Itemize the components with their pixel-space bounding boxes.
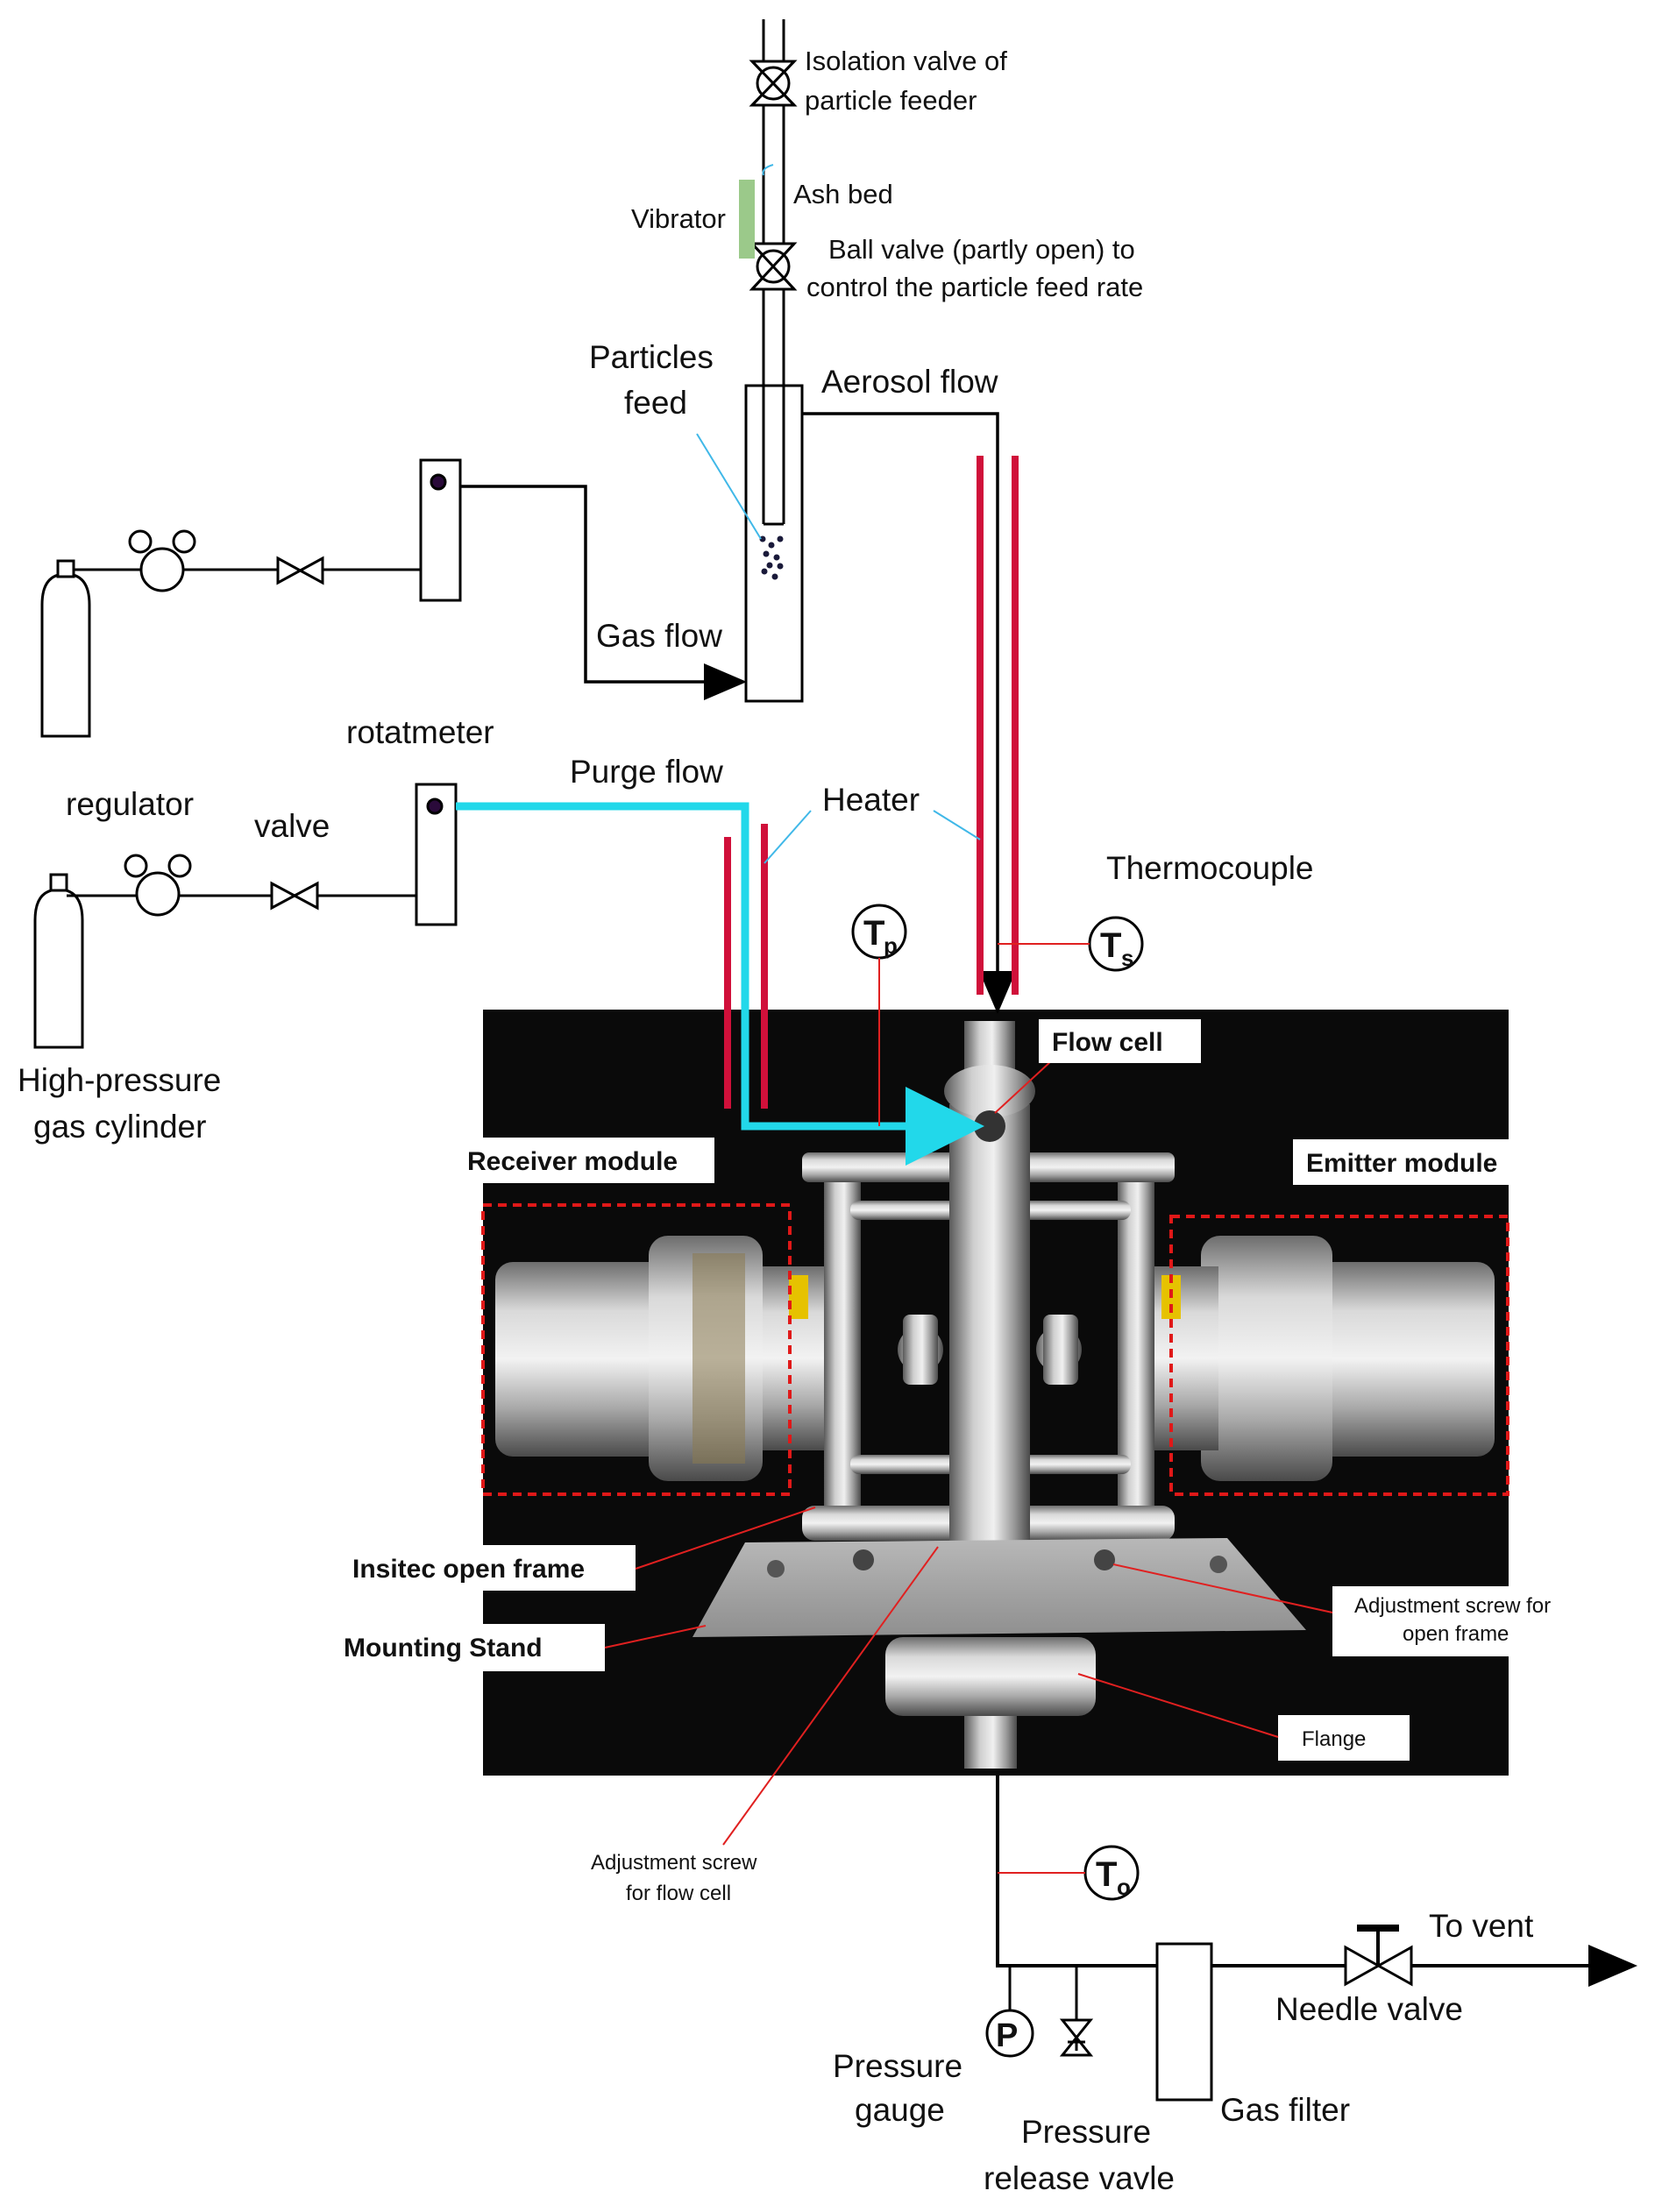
- pressure-release-label-2: release vavle: [984, 2160, 1175, 2196]
- svg-text:P: P: [996, 2017, 1018, 2054]
- valve-2-icon: [270, 881, 319, 911]
- adj-screw-flow-cell-label-1: Adjustment screw: [591, 1851, 757, 1875]
- ts-sensor-icon: T s: [1088, 916, 1144, 972]
- vibrator-icon: [739, 180, 755, 259]
- adj-screw-open-frame-label-1: Adjustment screw for: [1354, 1594, 1551, 1618]
- svg-text:T: T: [1100, 926, 1121, 965]
- vibrator-label: Vibrator: [631, 203, 726, 234]
- purge-flow-line: [456, 802, 984, 1166]
- ash-bed-label: Ash bed: [793, 179, 893, 209]
- flange-label: Flange: [1302, 1727, 1366, 1751]
- rotameter-1-icon: [419, 458, 462, 602]
- svg-text:T: T: [863, 914, 884, 953]
- flow-cell-body: [949, 1104, 1030, 1577]
- flange-body: [885, 1637, 1096, 1716]
- particle-feeder: [744, 19, 804, 703]
- regulator-1-icon: [128, 529, 196, 592]
- regulator-2-icon: [124, 854, 192, 917]
- gas-cylinder-2-icon: [33, 873, 136, 1049]
- to-sensor-icon: T o: [1083, 1845, 1140, 1901]
- isolation-valve-label-2: particle feeder: [805, 85, 977, 116]
- mounting-plate: [693, 1538, 1306, 1637]
- gas-flow-line: [460, 485, 747, 700]
- cylinder-label-1: High-pressure: [18, 1062, 221, 1098]
- gas-filter-icon: [1155, 1942, 1213, 2102]
- emitter-module-box: [1169, 1215, 1509, 1496]
- isolation-valve-label-1: Isolation valve of: [805, 46, 1007, 76]
- mounting-stand-label: Mounting Stand: [344, 1634, 543, 1663]
- pressure-gauge-label-1: Pressure: [833, 2048, 962, 2084]
- particles-feed-label-2: feed: [624, 385, 687, 421]
- pressure-release-label-1: Pressure: [1021, 2114, 1151, 2150]
- particles-icon: [759, 535, 784, 580]
- isolation-valve-icon: [749, 60, 798, 107]
- svg-text:s: s: [1121, 945, 1133, 971]
- svg-text:o: o: [1117, 1874, 1131, 1900]
- heater-label: Heater: [822, 782, 920, 818]
- receiver-module-label: Receiver module: [467, 1147, 678, 1176]
- ball-valve-label-2: control the particle feed rate: [806, 272, 1143, 302]
- aerosol-flow-line: [802, 412, 1016, 1014]
- receiver-module-box: [481, 1203, 792, 1496]
- insitec-open-frame-label: Insitec open frame: [352, 1555, 585, 1584]
- rotameter-2-icon: [415, 783, 458, 926]
- to-vent-label: To vent: [1429, 1908, 1534, 1944]
- adj-screw-flow-cell-label-2: for flow cell: [626, 1882, 731, 1905]
- tp-sensor-icon: T p: [851, 904, 907, 960]
- needle-valve-icon: [1344, 1925, 1413, 1987]
- purge-flow-label: Purge flow: [570, 754, 723, 790]
- apparatus-photo: [481, 1010, 1509, 1776]
- cylinder-label-2: gas cylinder: [33, 1109, 206, 1145]
- adj-screw-open-frame-label-2: open frame: [1403, 1622, 1509, 1646]
- gas-filter-label: Gas filter: [1220, 2092, 1350, 2128]
- thermocouple-label: Thermocouple: [1106, 850, 1314, 886]
- needle-valve-label: Needle valve: [1275, 1991, 1463, 2027]
- ball-valve-icon: [749, 242, 798, 291]
- pressure-gauge-icon: P: [985, 2009, 1034, 2058]
- ball-valve-label-1: Ball valve (partly open) to: [828, 234, 1135, 265]
- gas-flow-label: Gas flow: [596, 618, 722, 654]
- gas-cylinder-1-icon: [40, 559, 140, 738]
- exhaust-line: [996, 1776, 1157, 1967]
- emitter-module-label: Emitter module: [1306, 1149, 1497, 1178]
- particles-feed-label-1: Particles: [589, 339, 714, 375]
- rotatmeter-label: rotatmeter: [346, 714, 494, 750]
- pressure-gauge-label-2: gauge: [855, 2092, 945, 2128]
- svg-text:p: p: [884, 932, 898, 959]
- regulator-label: regulator: [66, 786, 194, 822]
- open-frame-left: [824, 1161, 861, 1512]
- svg-text:T: T: [1096, 1855, 1117, 1894]
- receiver-cylinder: [495, 1262, 671, 1457]
- valve-1-icon: [276, 556, 324, 585]
- flow-cell-label: Flow cell: [1052, 1028, 1163, 1057]
- valve-label: valve: [254, 808, 330, 844]
- aerosol-flow-label: Aerosol flow: [821, 364, 998, 400]
- pressure-release-valve-icon: [1059, 2018, 1094, 2057]
- emitter-cylinder: [1315, 1262, 1495, 1457]
